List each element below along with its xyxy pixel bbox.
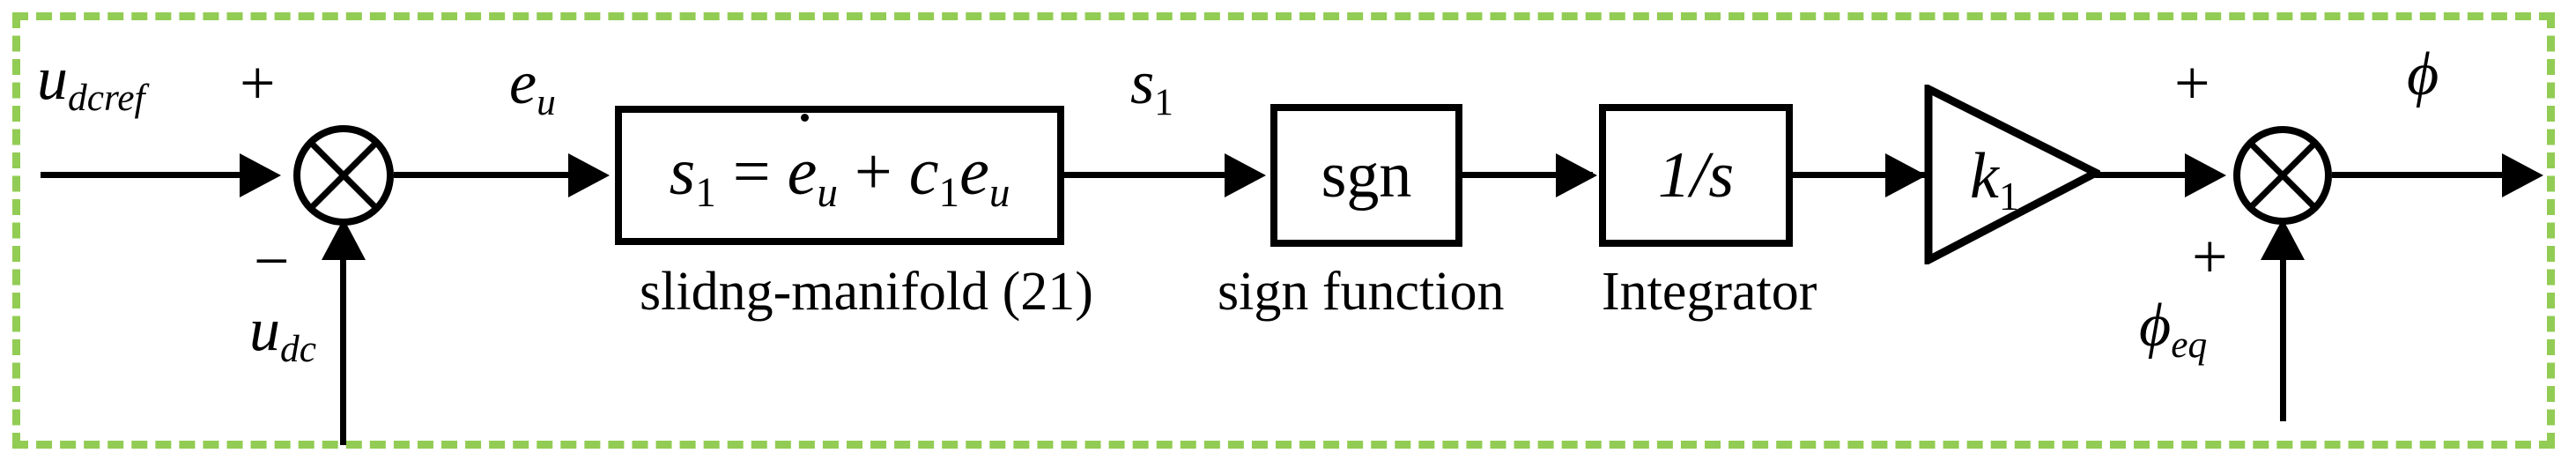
caption-sliding-manifold: slidng-manifold (21): [640, 262, 1093, 322]
block-sliding-manifold[interactable]: s1 = eu + c1eu: [615, 106, 1064, 245]
polarity-minus-sum1-bottom: −: [254, 226, 290, 296]
label-udcref: udcref: [37, 45, 145, 120]
block-gain[interactable]: [1924, 85, 2100, 264]
arrowhead-integrator-input: [1556, 153, 1597, 197]
wire-sum1-to-manifold: [394, 172, 570, 178]
arrowhead-sum1-feedback: [322, 219, 366, 260]
wire-integrator-to-gain: [1793, 172, 1925, 178]
summing-junction-error: [293, 125, 394, 226]
wire-sum2-to-output: [2332, 172, 2508, 178]
caption-sign-function: sign function: [1218, 262, 1505, 322]
label-udc: udc: [249, 296, 316, 371]
dashed-enclosure-border: [12, 12, 2555, 449]
wire-phieq-feedforward: [2280, 254, 2286, 421]
wire-manifold-to-sgn: [1064, 172, 1226, 178]
polarity-plus-sum2-top: +: [2174, 48, 2210, 118]
label-eu: eu: [509, 49, 556, 124]
summing-junction-output: [2233, 126, 2332, 225]
label-phi-output: ϕ: [2407, 41, 2439, 108]
block-sign-function[interactable]: sgn: [1270, 104, 1462, 247]
gain-label: k1: [1970, 140, 2019, 219]
wire-udcref-to-sum1: [41, 172, 243, 178]
integrator-label: 1/s: [1657, 139, 1735, 212]
polarity-plus-sum1-top: +: [240, 48, 276, 118]
sign-function-label: sgn: [1321, 139, 1412, 212]
arrowhead-manifold-input: [568, 153, 610, 197]
label-s1: s1: [1130, 49, 1173, 124]
arrowhead-output: [2502, 153, 2543, 197]
arrowhead-sum2-input: [2185, 153, 2226, 197]
arrowhead-sum2-feedforward: [2261, 219, 2305, 260]
arrowhead-gain-input: [1885, 153, 1927, 197]
sliding-manifold-equation: s1 = eu + c1eu: [670, 114, 1010, 217]
label-phi-eq: ϕeq: [2139, 292, 2208, 367]
wire-sgn-to-integrator: [1462, 172, 1593, 178]
polarity-plus-sum2-bottom: +: [2192, 221, 2228, 292]
wire-udc-feedback: [340, 256, 346, 445]
arrowhead-sum1-input: [240, 153, 281, 197]
arrowhead-sgn-input: [1225, 153, 1266, 197]
caption-integrator: Integrator: [1602, 262, 1817, 322]
block-integrator[interactable]: 1/s: [1599, 104, 1793, 247]
wire-gain-to-sum2: [2095, 172, 2192, 178]
